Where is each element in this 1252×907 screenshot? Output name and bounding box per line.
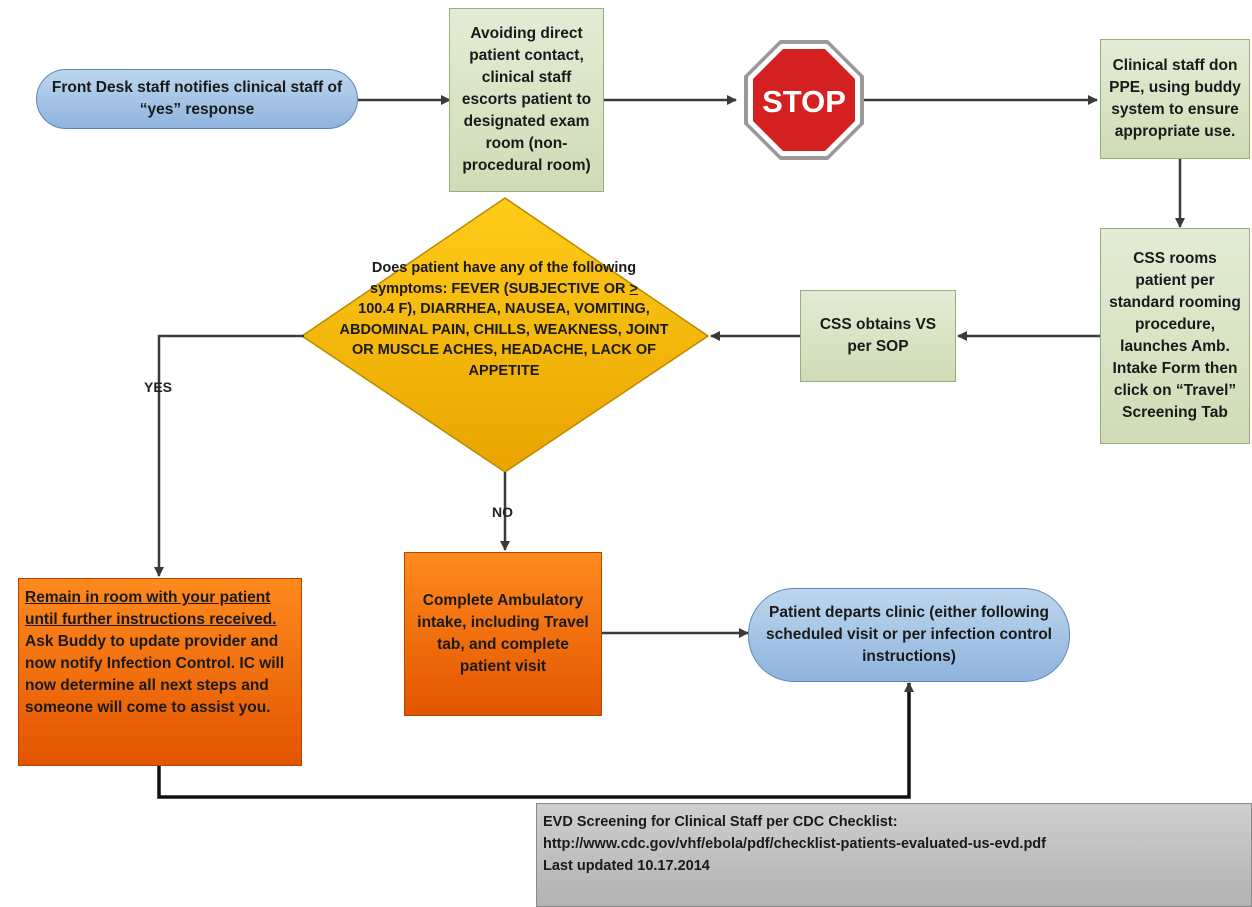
front-desk-terminal: Front Desk staff notifies clinical staff… bbox=[36, 69, 358, 129]
footnote-box: EVD Screening for Clinical Staff per CDC… bbox=[536, 803, 1252, 907]
remain-text: Remain in room with your patient until f… bbox=[25, 587, 295, 719]
stop-sign-label: STOP bbox=[762, 84, 846, 119]
css-vs-process-box: CSS obtains VS per SOP bbox=[800, 290, 956, 382]
complete-text: Complete Ambulatory intake, including Tr… bbox=[417, 592, 589, 675]
don-ppe-process-box: Clinical staff don PPE, using buddy syst… bbox=[1100, 39, 1250, 159]
decision-text: Does patient have any of the following s… bbox=[338, 258, 670, 381]
front-desk-text: Front Desk staff notifies clinical staff… bbox=[51, 79, 343, 118]
departs-text: Patient departs clinic (either following… bbox=[766, 604, 1052, 665]
css-vs-text: CSS obtains VS per SOP bbox=[819, 316, 937, 355]
remain-action-box: Remain in room with your patient until f… bbox=[18, 578, 302, 766]
remain-rest-text: Ask Buddy to update provider and now not… bbox=[25, 633, 285, 716]
remain-underlined-text: Remain in room with your patient until f… bbox=[25, 589, 277, 628]
footnote-line1: EVD Screening for Clinical Staff per CDC… bbox=[543, 814, 898, 830]
no-label: NO bbox=[492, 504, 513, 520]
edge-remain-to-departs bbox=[157, 682, 914, 799]
css-rooms-text: CSS rooms patient per standard rooming p… bbox=[1109, 250, 1241, 421]
decision-rest: 100.4 F), DIARRHEA, NAUSEA, VOMITING, AB… bbox=[339, 301, 669, 379]
decision-line2: symptoms: FEVER (SUBJECTIVE OR bbox=[370, 280, 630, 297]
footnote-url: http://www.cdc.gov/vhf/ebola/pdf/checkli… bbox=[543, 836, 1046, 852]
css-rooms-process-box: CSS rooms patient per standard rooming p… bbox=[1100, 228, 1250, 444]
don-ppe-text: Clinical staff don PPE, using buddy syst… bbox=[1109, 57, 1241, 140]
decision-gte-symbol: > bbox=[629, 280, 638, 297]
departs-terminal: Patient departs clinic (either following… bbox=[748, 588, 1070, 682]
yes-label: YES bbox=[144, 379, 173, 395]
edge-decision-yes bbox=[154, 334, 304, 577]
escort-process-box: Avoiding direct patient contact, clinica… bbox=[449, 8, 604, 192]
escort-text: Avoiding direct patient contact, clinica… bbox=[461, 25, 592, 174]
stop-sign-icon: STOP bbox=[744, 40, 864, 160]
decision-line1: Does patient have any of the following bbox=[371, 260, 637, 276]
footnote-updated: Last updated 10.17.2014 bbox=[543, 858, 710, 874]
complete-action-box: Complete Ambulatory intake, including Tr… bbox=[404, 552, 602, 716]
